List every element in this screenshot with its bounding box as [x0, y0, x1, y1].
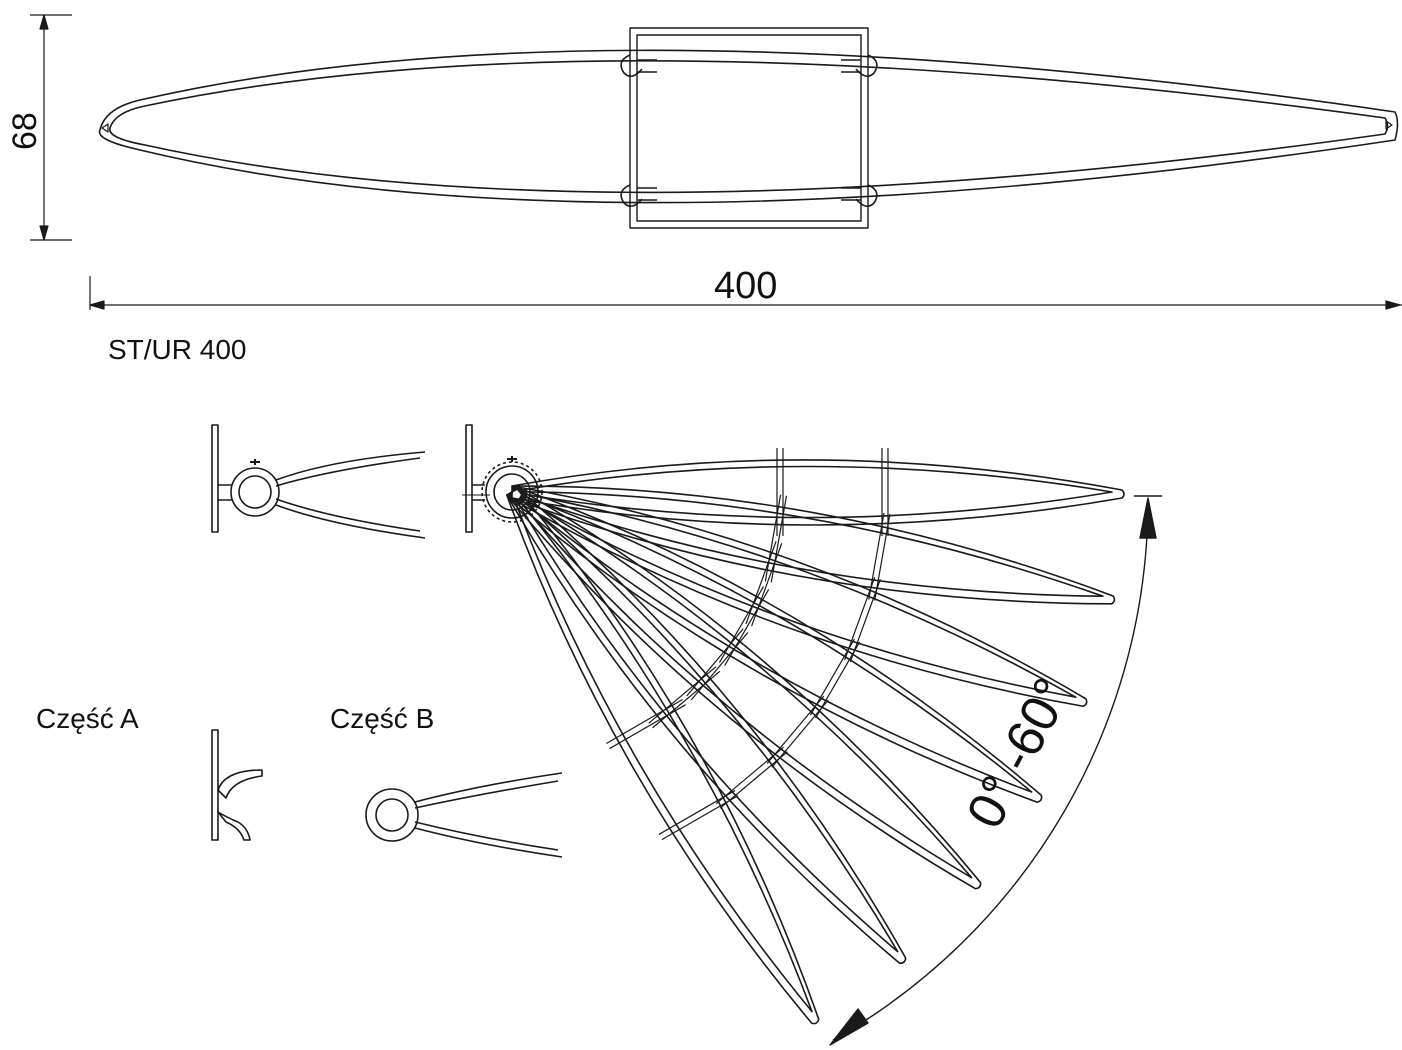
height-dimension: [30, 14, 72, 241]
part-a-drawing: [211, 729, 263, 841]
hinge-assembly-open: [211, 424, 426, 539]
blade-60-deg: [506, 488, 820, 1025]
blade-50-deg: [506, 487, 907, 964]
rotation-arc: [829, 495, 1162, 1046]
blade-cross-section: [98, 27, 1399, 229]
width-dimension-label: 400: [714, 265, 778, 307]
part-b-label: Część B: [330, 703, 435, 734]
clip-lower-right: [841, 184, 878, 207]
part-b-drawing: [365, 772, 563, 858]
hinge-assembly-mounted: [462, 424, 543, 533]
blade-0-deg: [511, 448, 1125, 536]
clip-upper-left: [620, 54, 657, 77]
part-a-label: Część A: [36, 703, 139, 734]
blade-20-deg: [509, 485, 1088, 708]
rotated-blades: [506, 448, 1125, 1025]
clip-lower-left: [620, 184, 657, 207]
clip-upper-right: [841, 54, 878, 77]
blade-10-deg: [510, 485, 1116, 605]
height-dimension-label: 68: [6, 112, 44, 150]
blade-30-deg: [508, 486, 1043, 803]
model-label: ST/UR 400: [108, 334, 247, 365]
width-dimension: [89, 276, 1402, 310]
